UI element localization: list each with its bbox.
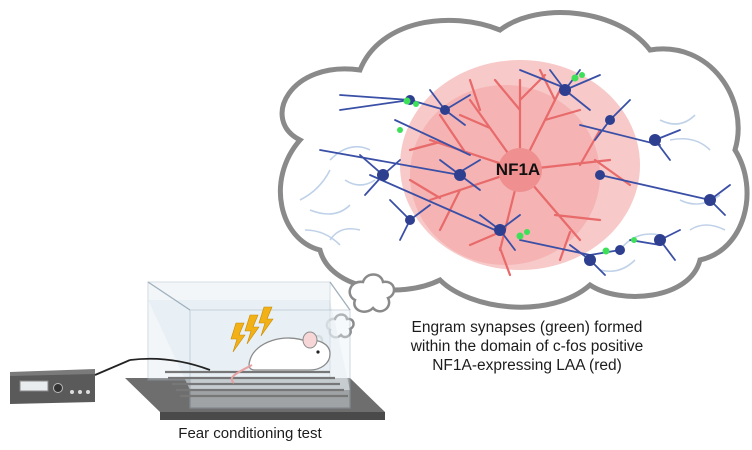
caption-line-2: within the domain of c-fos positive xyxy=(410,338,644,355)
fear-conditioning-label: Fear conditioning test xyxy=(178,425,322,442)
caption-line-1: Engram synapses (green) formed xyxy=(411,319,643,336)
engram-caption: Engram synapses (green) formed within th… xyxy=(392,318,662,375)
mouse xyxy=(230,331,331,384)
caption-line-3: NF1A-expressing LAA (red) xyxy=(432,357,622,374)
neuron-bodies xyxy=(377,84,716,266)
nf1a-label: NF1A xyxy=(495,160,541,179)
shock-generator xyxy=(10,357,211,404)
shock-lightning-icons xyxy=(230,306,274,353)
engram-synapses xyxy=(397,72,637,255)
nf1a-astrocyte xyxy=(400,60,640,277)
